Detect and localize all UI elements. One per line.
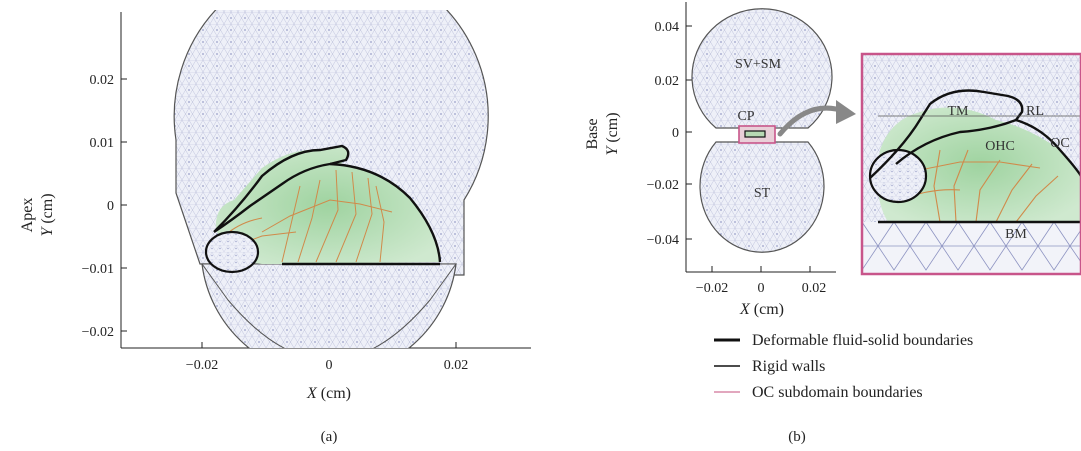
- panel-b-inset-deformable-boundaries: [869, 89, 1081, 224]
- panel-b-label-st: ST: [754, 186, 771, 201]
- panel-b-x-tick: 0: [758, 281, 765, 296]
- legend-label: Rigid walls: [752, 358, 825, 375]
- panel-b-label-cp: CP: [737, 109, 754, 124]
- legend-item-rigid: Rigid walls: [714, 358, 825, 375]
- panel-b-y-tick: 0.02: [655, 74, 680, 89]
- panel-a-y-var: Y: [39, 226, 56, 237]
- legend: Deformable fluid-solid boundaries Rigid …: [714, 332, 973, 401]
- legend-item-oc-subdomain: OC subdomain boundaries: [714, 384, 923, 401]
- panel-b: SV+SM CP ST: [584, 2, 1081, 445]
- zoom-arrow-icon: [777, 100, 856, 137]
- panel-b-axes: [685, 2, 836, 273]
- panel-b-x-tick: −0.02: [696, 281, 728, 296]
- panel-b-x-axis-label: X (cm): [739, 301, 784, 318]
- panel-b-y-unit: (cm): [604, 112, 621, 146]
- panel-b-inset-label-ohc: OHC: [985, 139, 1015, 154]
- panel-b-inset-label-bm: BM: [1005, 227, 1027, 242]
- panel-b-inset-label-rl: RL: [1026, 104, 1044, 119]
- panel-b-side-label: Base: [584, 118, 601, 149]
- panel-b-cp-oc: [744, 130, 766, 138]
- panel-a-x-tick: 0: [326, 358, 333, 373]
- panel-b-inset: TM RL OHC OC BM: [860, 52, 1081, 276]
- panel-b-y-tick-labels: 0.04 0.02 0 −0.02 −0.04: [647, 20, 679, 248]
- legend-label: OC subdomain boundaries: [752, 384, 923, 401]
- panel-b-inset-label-oc: OC: [1050, 136, 1069, 151]
- panel-a-y-tick: −0.02: [82, 325, 114, 340]
- panel-b-y-tick: −0.02: [647, 178, 679, 193]
- panel-b-x-tick-labels: −0.02 0 0.02: [696, 281, 826, 296]
- panel-a-y-axis-label: Y (cm): [39, 193, 56, 236]
- panel-a-mesh-domain: [173, 10, 489, 348]
- legend-item-deformable: Deformable fluid-solid boundaries: [714, 332, 973, 349]
- panel-a-oc-subdomain-lines: [223, 169, 393, 263]
- panel-a-x-unit: (cm): [317, 385, 351, 402]
- panel-b-caption: (b): [788, 429, 806, 445]
- panel-b-y-tick: −0.04: [647, 233, 679, 248]
- panel-b-inset-frame: [860, 52, 1081, 276]
- panel-a-caption: (a): [321, 429, 338, 445]
- panel-a-y-tick: −0.01: [82, 262, 114, 277]
- panel-b-x-tick: 0.02: [802, 281, 827, 296]
- panel-a: 0.02 0.01 0 −0.01 −0.02 −0.02 0 0.02 Ape…: [19, 10, 531, 445]
- panel-b-st-region: [699, 141, 825, 253]
- panel-b-y-tick: 0.04: [655, 20, 680, 35]
- panel-a-x-var: X: [306, 385, 318, 402]
- legend-label: Deformable fluid-solid boundaries: [752, 332, 973, 349]
- panel-b-x-var: X: [739, 301, 751, 318]
- panel-b-y-tick: 0: [672, 126, 679, 141]
- panel-b-label-sv-sm: SV+SM: [735, 57, 782, 72]
- panel-a-x-tick: 0.02: [444, 358, 469, 373]
- panel-a-x-tick-labels: −0.02 0 0.02: [186, 358, 468, 373]
- panel-b-y-var: Y: [604, 145, 621, 156]
- panel-a-side-label: Apex: [19, 198, 36, 233]
- panel-a-deformable-boundaries: [213, 144, 442, 266]
- panel-b-inset-label-tm: TM: [948, 104, 970, 119]
- panel-a-x-axis-label: X (cm): [306, 385, 351, 402]
- panel-b-y-axis-label: Y (cm): [604, 112, 621, 155]
- panel-a-y-tick: 0.01: [90, 136, 115, 151]
- panel-a-y-tick-labels: 0.02 0.01 0 −0.01 −0.02: [82, 73, 114, 340]
- panel-b-x-unit: (cm): [750, 301, 784, 318]
- panel-a-x-tick: −0.02: [186, 358, 218, 373]
- panel-a-y-unit: (cm): [39, 193, 56, 227]
- panel-a-y-tick: 0: [107, 199, 114, 214]
- panel-a-y-tick: 0.02: [90, 73, 115, 88]
- panel-b-sv-sm-region: [691, 8, 833, 129]
